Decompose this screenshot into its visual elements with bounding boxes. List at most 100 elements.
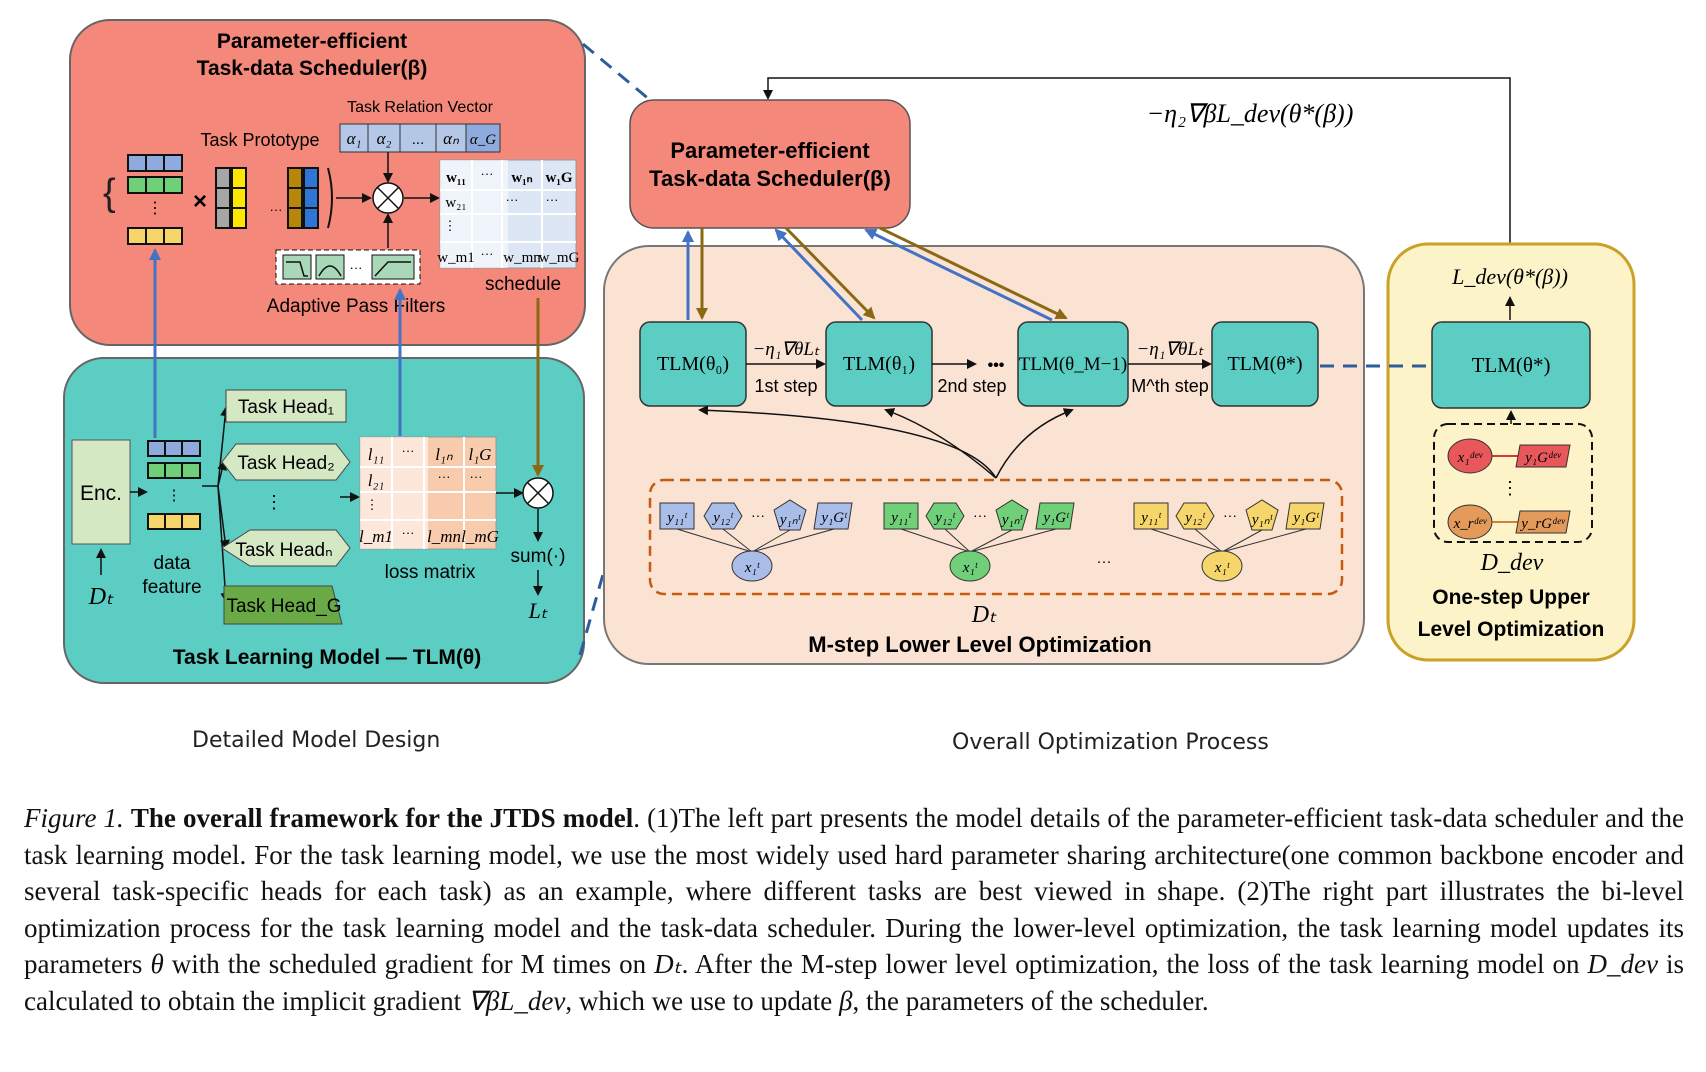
left-caption: Detailed Model Design (192, 728, 441, 753)
w-dots-4: ··· (481, 246, 494, 261)
svg-text:⋮: ⋮ (366, 497, 379, 512)
svg-text:⋮: ⋮ (147, 200, 163, 217)
caption-body-4: is calculated to obtain the implicit gra… (24, 949, 1684, 1016)
loss-matrix-label: loss matrix (385, 562, 476, 583)
scheduler-feature-stack: { ⋮ × (103, 154, 207, 245)
dt-green-group: y₁₁ᵗ y₁₂ᵗ ··· y₁ₙᵗ y₁Gᵗ x₁ᵗ (883, 499, 1075, 582)
l21: l₂₁ (368, 471, 385, 490)
right-scheduler-title-2: Task-data Scheduler(β) (649, 166, 891, 191)
caption-label: Figure 1. (24, 803, 124, 833)
green-x1: x₁ᵗ (962, 560, 979, 576)
caption-body-3: . After the M-step lower level optimizat… (681, 949, 1588, 979)
tlm-dev-box (1431, 321, 1591, 409)
tlm-theta-m1: TLM(θ_M−1) (1019, 354, 1127, 375)
lmn: l_mn (427, 527, 461, 546)
alpha-1: α₁ (347, 129, 362, 148)
dash-connector-top (582, 42, 651, 102)
caption-body-1: . (1)The left part presents the model de… (24, 803, 1685, 979)
tlm-dt: Dₜ (88, 584, 114, 610)
caption-dt: Dₜ (654, 949, 682, 979)
alpha-n: αₙ (443, 129, 459, 148)
w1n: w₁ₙ (511, 170, 532, 186)
yellow-dots: ··· (1223, 507, 1237, 523)
alpha-2: α₂ (377, 129, 392, 148)
adaptive-pass-filters: ··· (275, 249, 421, 285)
ddev-box (1433, 423, 1593, 543)
wmg: w_mG (539, 250, 580, 266)
step-dots: ••• (988, 357, 1005, 374)
right-scheduler-title-1: Parameter-efficient (670, 138, 870, 163)
data-feed-curves (698, 405, 1074, 479)
l-dots-3: ··· (470, 469, 483, 484)
yellow-y1g: y₁Gᵗ (1291, 510, 1320, 526)
task-relation-vector-label: Task Relation Vector (347, 99, 494, 116)
right-dt: Dₜ (971, 602, 997, 628)
yellow-y12: y₁₂ᵗ (1183, 510, 1206, 526)
green-y1n: y₁ₙᵗ (1000, 512, 1024, 528)
lt-label: Lₜ (528, 598, 548, 623)
figure-caption: Figure 1. The overall framework for the … (24, 800, 1684, 1019)
svg-text:{: { (103, 172, 116, 214)
green-y11: y₁₁ᵗ (889, 510, 912, 526)
svg-text:···: ··· (270, 202, 283, 217)
task-head-n: Task Headₙ (235, 540, 332, 561)
yellow-x1: x₁ᵗ (1214, 560, 1231, 576)
svg-text:×: × (193, 188, 207, 215)
caption-body-2: with the scheduled gradient for M times … (163, 949, 655, 979)
dt-yellow-group: y₁₁ᵗ y₁₂ᵗ ··· y₁ₙᵗ y₁Gᵗ x₁ᵗ (1133, 499, 1325, 582)
dev-vdots: ⋮ (1501, 478, 1519, 498)
head-branches (202, 406, 231, 603)
blue-y1g: y₁Gᵗ (819, 510, 848, 526)
caption-theta: θ (150, 949, 164, 979)
task-head-1: Task Head₁ (238, 397, 334, 418)
wmn: w_mn (503, 250, 541, 266)
grad-step-1: −η₁∇θLₜ (752, 339, 819, 360)
tlm-steps: TLM(θ₀) TLM(θ₁) TLM(θ_M−1) TLM(θ*) (639, 321, 1319, 407)
w1g: w₁G (546, 170, 573, 186)
upper-feedback-line (763, 77, 1511, 245)
green-dots: ··· (973, 507, 987, 523)
w-matrix: w₁₁ ··· w₁ₙ w₁G w₂₁ ··· ··· ⋮ w_m1 ··· w… (437, 159, 580, 269)
w-dots-2: ··· (506, 192, 519, 207)
l1g: l₁G (469, 445, 492, 464)
step-1-label: 1st step (754, 376, 817, 396)
step-m-label: M^th step (1131, 376, 1208, 396)
lower-panel (603, 245, 1365, 665)
grad-step-m: −η₁∇θLₜ (1136, 339, 1203, 360)
yrg-dev: y_rGᵈᵉᵛ (1519, 516, 1565, 532)
alpha-vector: α₁ α₂ ... αₙ α_G (339, 123, 501, 153)
yellow-y11: y₁₁ᵗ (1139, 510, 1162, 526)
blue-y11: y₁₁ᵗ (665, 510, 688, 526)
svg-text:⋮: ⋮ (167, 487, 182, 504)
right-scheduler-box (629, 99, 911, 229)
caption-ddev: D_dev (1587, 949, 1658, 979)
task-heads: Task Head₁ Task Head₂ ⋮ Task Headₙ Task … (221, 389, 351, 625)
dev-sample-r: x_rᵈᵉᵛ y_rGᵈᵉᵛ (1447, 504, 1571, 540)
x1-dev: x₁ᵈᵉᵛ (1457, 450, 1483, 466)
scheduler-title-1: Parameter-efficient (217, 30, 407, 53)
adaptive-pass-filters-label: Adaptive Pass Filters (267, 296, 445, 317)
task-head-2: Task Head₂ (237, 453, 334, 474)
tlm-title: Task Learning Model — TLM(θ) (173, 646, 481, 669)
lm1: l_m1 (359, 527, 393, 546)
task-prototype-columns: ··· (215, 167, 372, 229)
caption-title: The overall framework for the JTDS model (130, 803, 634, 833)
scheduler-tlm-arrows (682, 226, 1068, 322)
otimes-scheduler (372, 152, 440, 248)
svg-text:⋮: ⋮ (444, 218, 457, 233)
blue-dots: ··· (751, 507, 765, 523)
lower-level-title: M-step Lower Level Optimization (808, 632, 1151, 657)
task-head-vdots: ⋮ (265, 492, 283, 512)
otimes-tlm (522, 477, 554, 542)
d-dev-label: D_dev (1480, 550, 1544, 576)
dev-sample-1: x₁ᵈᵉᵛ y₁Gᵈᵉᵛ (1447, 438, 1571, 474)
caption-beta: β (839, 985, 853, 1016)
dt-box (648, 478, 1344, 596)
tlm-dev-label: TLM(θ*) (1472, 353, 1551, 377)
sum-label: sum(·) (511, 546, 566, 567)
blue-y1n: y₁ₙᵗ (778, 512, 802, 528)
wm1: w_m1 (437, 250, 475, 266)
step-2-label: 2nd step (937, 376, 1006, 396)
w21: w₂₁ (445, 195, 466, 211)
dt-blue-group: y₁₁ᵗ y₁₂ᵗ ··· y₁ₙᵗ y₁Gᵗ x₁ᵗ (659, 499, 853, 582)
